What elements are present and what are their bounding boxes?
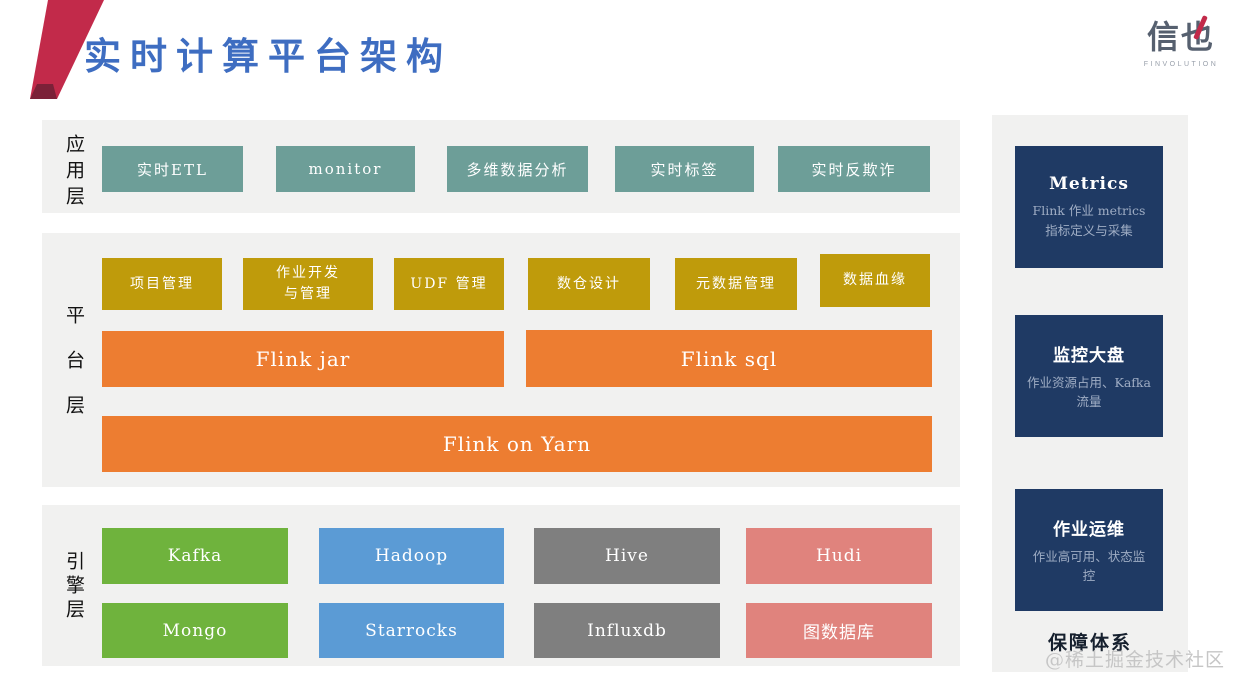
engine-layer-label: 引擎层 <box>63 551 85 623</box>
engine-box-hudi: Hudi <box>746 528 932 584</box>
card-title: 监控大盘 <box>1053 345 1125 366</box>
platform-layer-label: 平台层 <box>63 305 85 440</box>
platform-box-flink-on-yarn: Flink on Yarn <box>102 416 932 472</box>
logo-subtext: FINVOLUTION <box>1143 61 1219 68</box>
platform-layer-band: 平台层 项目管理 作业开发 与管理 UDF 管理 数仓设计 元数据管理 数据血缘… <box>42 233 960 487</box>
card-desc: 作业资源占用、Kafka 流量 <box>1027 374 1151 409</box>
platform-box-dw-design: 数仓设计 <box>528 258 650 310</box>
card-desc: 作业高可用、状态监控 <box>1032 548 1146 583</box>
card-title: Metrics <box>1049 174 1129 195</box>
engine-box-starrocks: Starrocks <box>319 603 504 658</box>
engine-box-hive: Hive <box>534 528 720 584</box>
platform-box-udf-mgmt: UDF 管理 <box>394 258 504 310</box>
app-box-realtime-antifraud: 实时反欺诈 <box>778 146 930 192</box>
engine-box-mongo: Mongo <box>102 603 288 658</box>
watermark: @稀土掘金技术社区 <box>1045 649 1226 671</box>
card-desc: Flink 作业 metrics指标定义与采集 <box>1032 203 1146 238</box>
application-layer-band: 应用层 实时ETL monitor 多维数据分析 实时标签 实时反欺诈 <box>42 120 960 213</box>
application-layer-label: 应用层 <box>63 134 85 212</box>
engine-box-graph-db: 图数据库 <box>746 603 932 658</box>
engine-layer-band: 引擎层 Kafka Hadoop Hive Hudi Mongo Starroc… <box>42 505 960 666</box>
engine-box-influxdb: Influxdb <box>534 603 720 658</box>
slash-dark-tip <box>30 84 57 99</box>
platform-box-flink-sql: Flink sql <box>526 330 932 387</box>
assurance-system-label: 保障体系 <box>1047 632 1132 654</box>
page-title: 实时计算平台架构 <box>84 34 452 78</box>
card-title: 作业运维 <box>1053 519 1125 540</box>
platform-box-flink-jar: Flink jar <box>102 331 504 387</box>
app-box-realtime-etl: 实时ETL <box>102 146 243 192</box>
assurance-column-band: Metrics Flink 作业 metrics指标定义与采集 监控大盘 作业资… <box>992 115 1188 672</box>
title-slash-decoration <box>28 0 106 99</box>
app-box-multidim-analysis: 多维数据分析 <box>447 146 588 192</box>
app-box-monitor: monitor <box>276 146 415 192</box>
finvolution-logo: 信也 FINVOLUTION <box>1140 12 1222 68</box>
platform-box-metadata-mgmt: 元数据管理 <box>675 258 797 310</box>
assurance-card-monitor-dashboard: 监控大盘 作业资源占用、Kafka 流量 <box>1015 315 1163 437</box>
platform-box-data-lineage: 数据血缘 <box>820 254 930 307</box>
assurance-card-job-ops: 作业运维 作业高可用、状态监控 <box>1015 489 1163 611</box>
engine-box-hadoop: Hadoop <box>319 528 504 584</box>
engine-box-kafka: Kafka <box>102 528 288 584</box>
app-box-realtime-tag: 实时标签 <box>615 146 754 192</box>
platform-box-job-dev-mgmt: 作业开发 与管理 <box>243 258 373 310</box>
platform-box-project-mgmt: 项目管理 <box>102 258 222 310</box>
assurance-card-metrics: Metrics Flink 作业 metrics指标定义与采集 <box>1015 146 1163 268</box>
